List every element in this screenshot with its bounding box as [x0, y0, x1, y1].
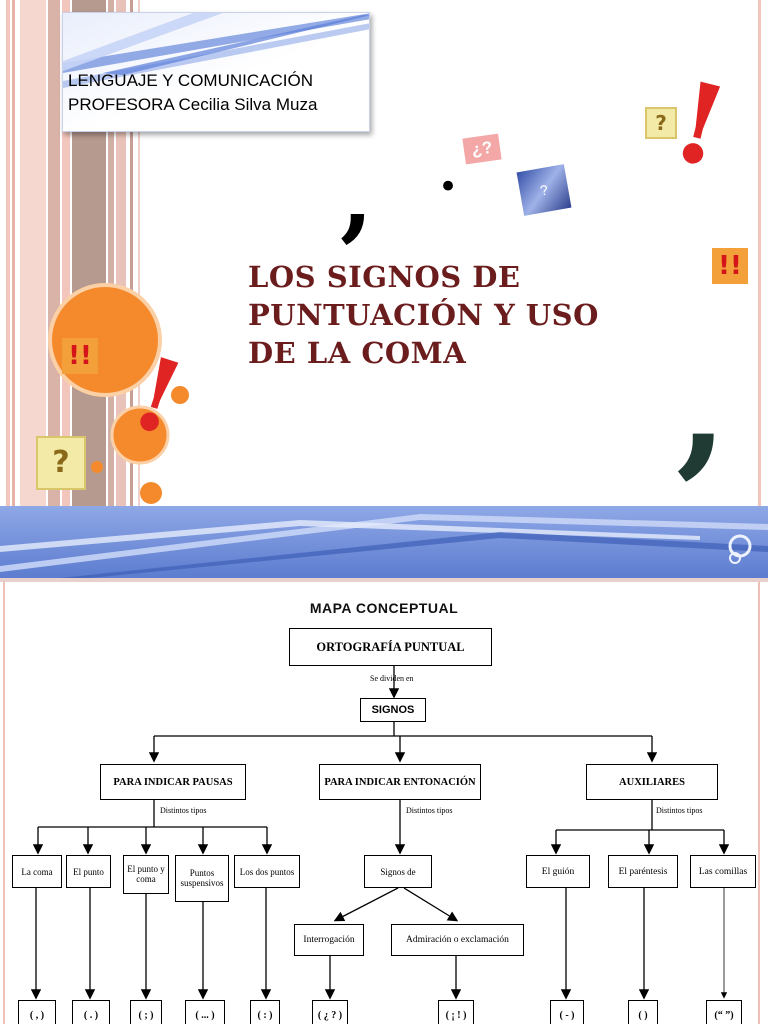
question-faces-icon-left: ?	[36, 436, 86, 490]
title-line-1: LOS SIGNOS DE	[248, 260, 521, 294]
double-exclamation-icon-left: !!	[62, 338, 98, 374]
concept-map-slide: MAPA CONCEPTUAL ORTOGRAFÍA PUNTUAL Se di…	[0, 578, 768, 1024]
symbol-guion: ( - )	[550, 1000, 584, 1024]
item-punto-y-coma: El punto y coma	[123, 855, 169, 894]
map-title: MAPA CONCEPTUAL	[309, 600, 459, 616]
category-auxiliares: AUXILIARES	[586, 764, 718, 800]
left-border-line	[3, 582, 5, 1024]
item-interrogacion: Interrogación	[294, 924, 364, 956]
teacher-line: PROFESORA Cecilia Silva Muza	[68, 95, 318, 114]
right-border-line	[758, 582, 760, 1024]
title-line-3: DE LA COMA	[248, 336, 467, 370]
exclamation-glyph-top: !	[661, 56, 740, 193]
item-el-punto: El punto	[66, 855, 111, 888]
title-slide: LENGUAJE Y COMUNICACIÓN PROFESORA Cecili…	[0, 0, 768, 578]
header-box: LENGUAJE Y COMUNICACIÓN PROFESORA Cecili…	[62, 12, 370, 132]
subject-line: LENGUAJE Y COMUNICACIÓN	[68, 71, 313, 90]
symbol-comillas: (“ ”)	[706, 1000, 742, 1024]
symbol-parentesis: ( )	[628, 1000, 658, 1024]
question-faces-icon: ?	[645, 107, 677, 139]
right-stripe	[758, 0, 761, 578]
item-parentesis: El paréntesis	[608, 855, 678, 888]
entonacion-link-label: Distintos tipos	[406, 806, 453, 815]
item-dos-puntos: Los dos puntos	[234, 855, 300, 888]
auxiliares-link-label: Distintos tipos	[656, 806, 703, 815]
slide-title: LOS SIGNOS DE PUNTUACIÓN Y USO DE LA COM…	[248, 258, 648, 372]
item-comillas: Las comillas	[690, 855, 756, 888]
symbol-admiracion: ( ¡ ! )	[438, 1000, 474, 1024]
symbol-punto-y-coma: ( ; )	[130, 1000, 162, 1024]
pausas-link-label: Distintos tipos	[160, 806, 207, 815]
item-signos-de: Signos de	[364, 855, 432, 888]
root-link-label: Se dividen en	[370, 674, 414, 683]
signos-node: SIGNOS	[360, 698, 426, 722]
comma-glyph: ,	[340, 139, 374, 252]
symbol-interrogacion: ( ¿ ? )	[312, 1000, 348, 1024]
title-line-2: PUNTUACIÓN Y USO	[248, 298, 599, 332]
symbol-puntos-suspensivos: ( ... )	[185, 1000, 225, 1024]
symbol-dos-puntos: ( : )	[250, 1000, 280, 1024]
category-pausas: PARA INDICAR PAUSAS	[100, 764, 246, 800]
item-puntos-suspensivos: Puntos suspensivos	[175, 855, 229, 902]
item-guion: El guión	[526, 855, 590, 888]
double-exclamation-icon-right: !!	[712, 248, 748, 284]
item-la-coma: La coma	[12, 855, 62, 888]
bottom-band	[0, 506, 768, 578]
category-entonacion: PARA INDICAR ENTONACIÓN	[319, 764, 481, 800]
root-node: ORTOGRAFÍA PUNTUAL	[289, 628, 492, 666]
question-key-icon: ?	[516, 164, 572, 216]
item-admiracion: Admiración o exclamación	[391, 924, 524, 956]
header-swoosh	[63, 13, 369, 88]
dot-glyph: •	[438, 167, 459, 207]
connector-lines	[30, 666, 730, 1000]
symbol-coma: ( , )	[18, 1000, 56, 1024]
symbol-punto: ( . )	[72, 1000, 110, 1024]
inverted-question-icon: ¿?	[462, 133, 502, 165]
big-comma-glyph: ,	[676, 317, 729, 493]
